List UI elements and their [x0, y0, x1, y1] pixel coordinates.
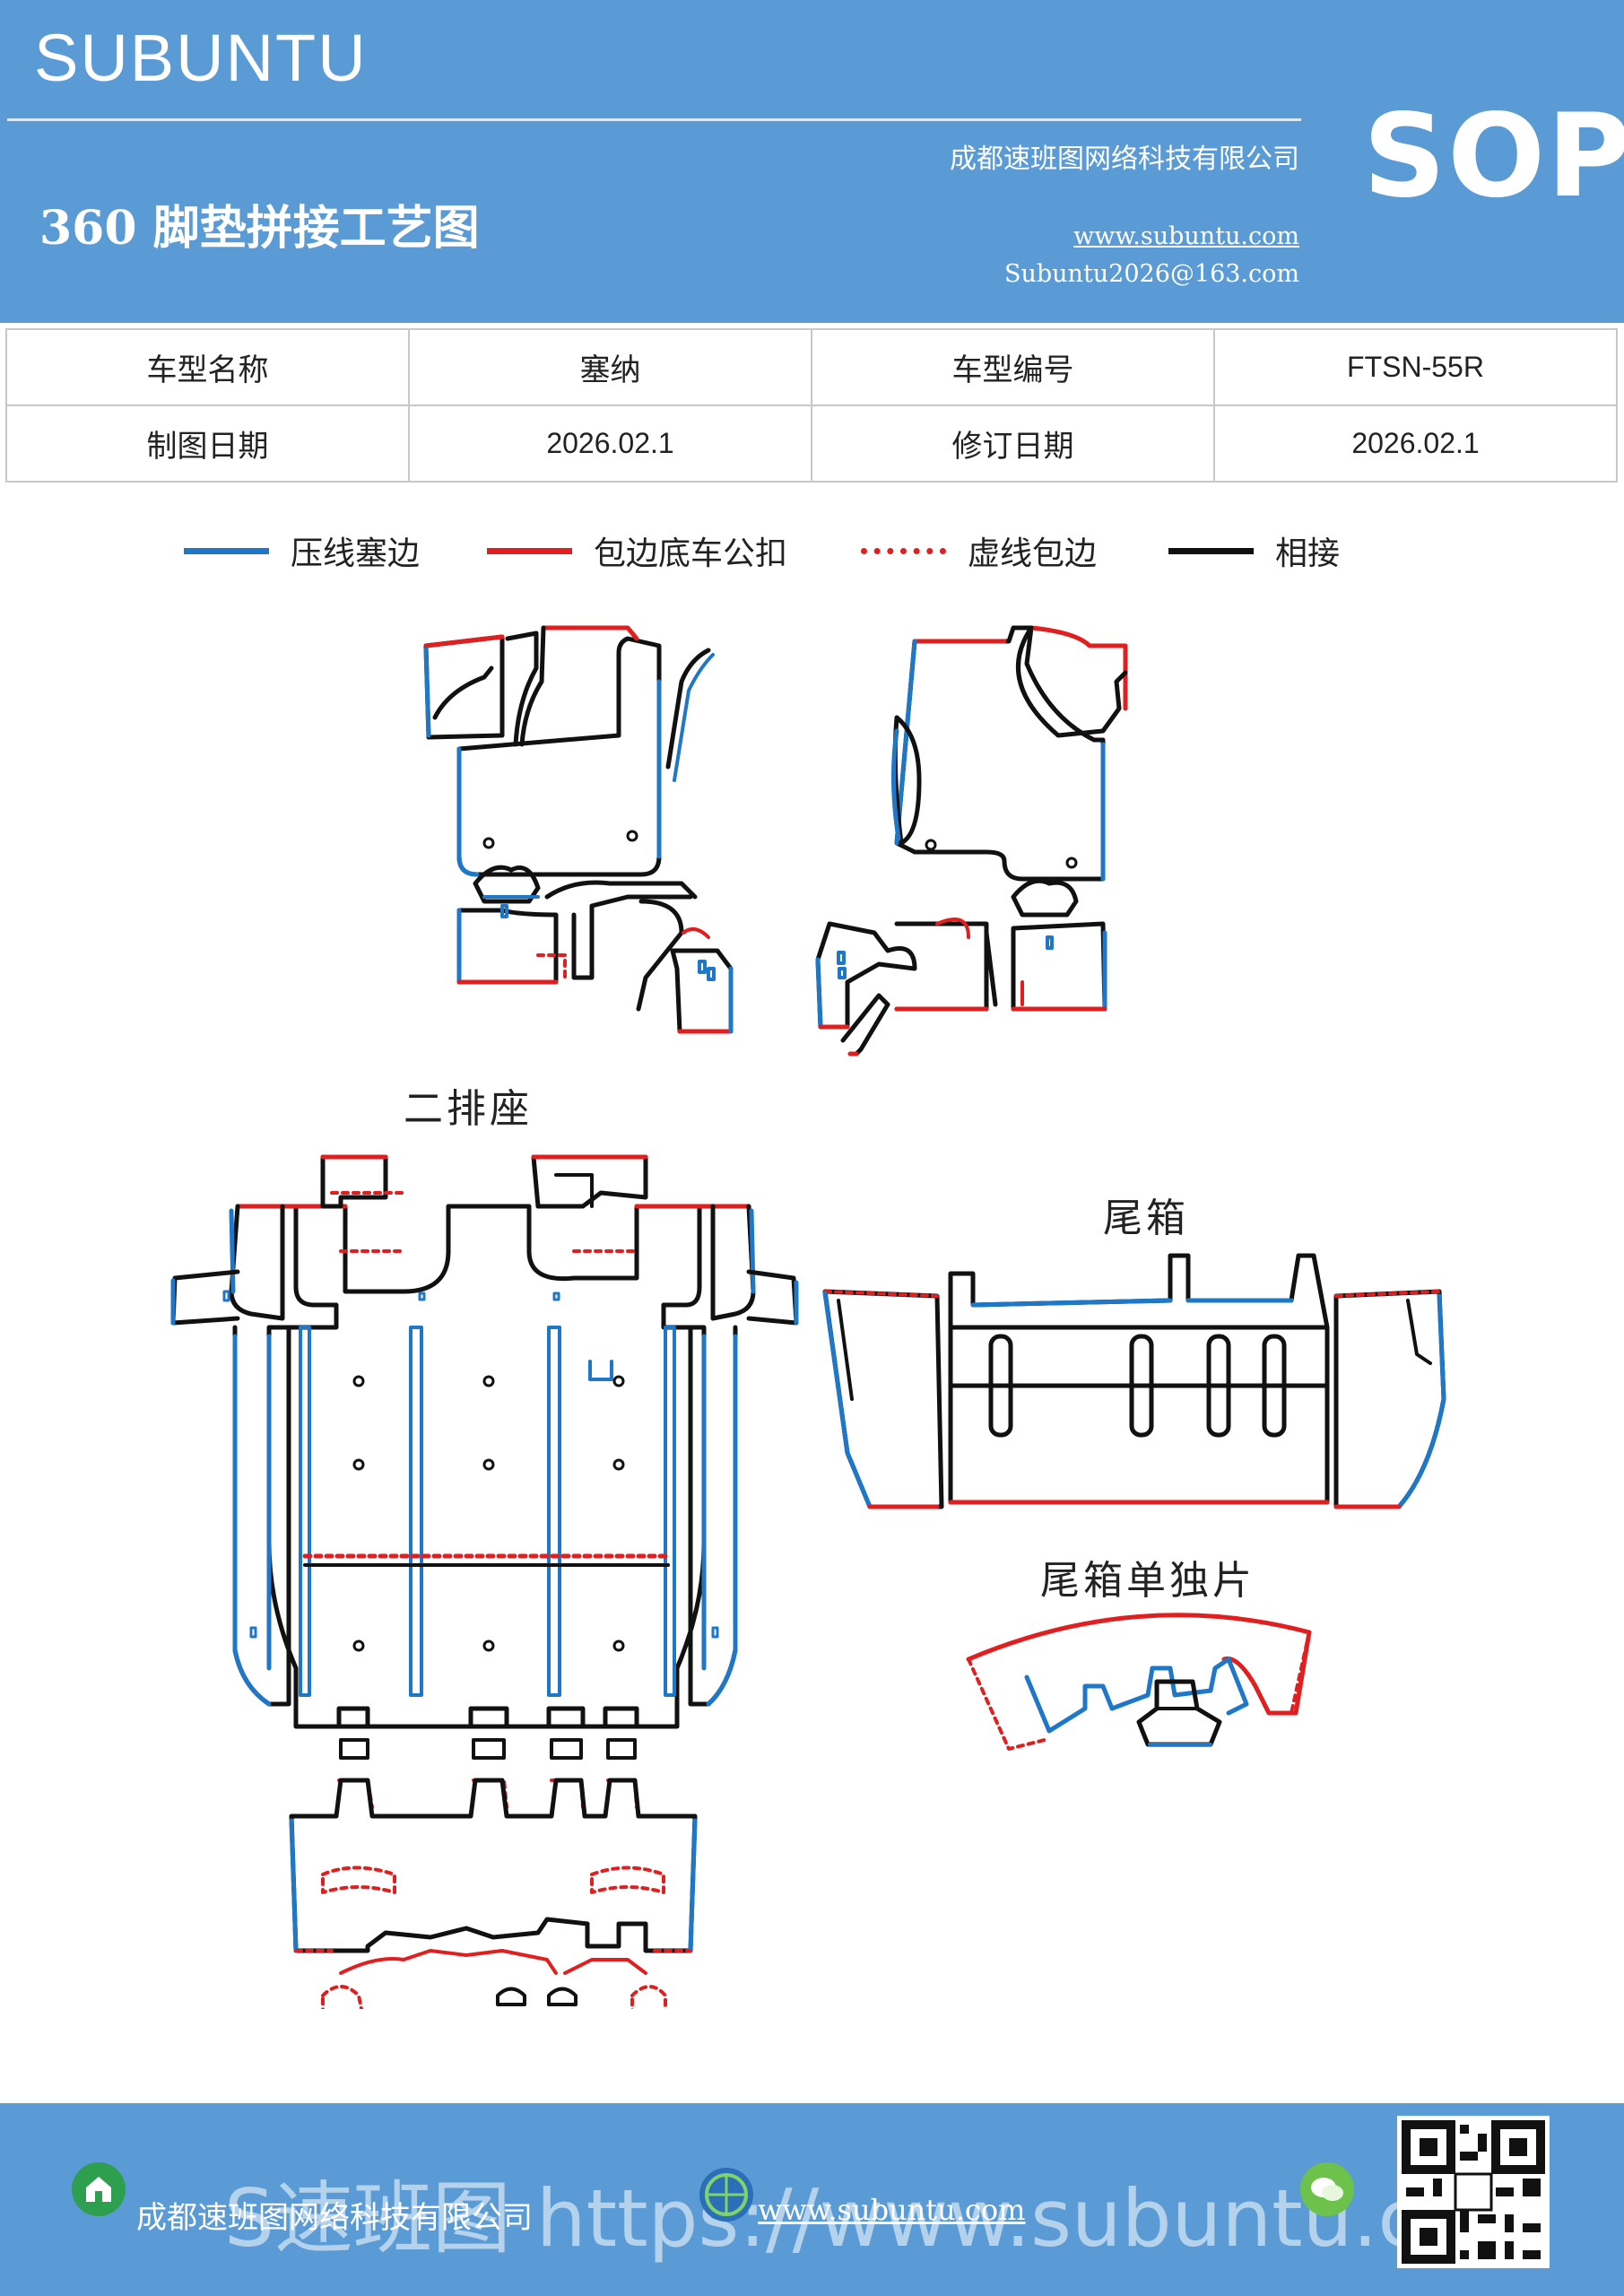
company-name: 成都速班图网络科技有限公司 [950, 144, 1299, 175]
value-draw-date: 2026.02.1 [408, 404, 812, 483]
section-label-second-row: 二排座 [404, 1086, 533, 1132]
email-address[interactable]: Subuntu2026@163.com [1004, 260, 1299, 288]
page-title: 360 脚垫拼接工艺图 [39, 201, 480, 256]
label-model-name: 车型名称 [5, 328, 410, 406]
legend-item-black: 相接 [1168, 527, 1340, 574]
second-row-mat [170, 1154, 799, 2009]
value-model-name: 塞纳 [408, 328, 812, 406]
section-label-trunk-piece: 尾箱单独片 [1040, 1558, 1255, 1604]
section-label-trunk: 尾箱 [1103, 1196, 1189, 1241]
legend-item-blue: 压线塞边 [184, 527, 420, 574]
label-model-code: 车型编号 [811, 328, 1215, 406]
value-revision-date: 2026.02.1 [1213, 404, 1618, 483]
legend-label: 相接 [1275, 535, 1341, 572]
legend-swatch [184, 547, 269, 554]
legend-swatch [487, 547, 572, 554]
legend-item-red: 包边底车公扣 [487, 527, 787, 574]
legend-swatch [861, 547, 946, 554]
table-row: 车型名称 塞纳 车型编号 FTSN-55R [5, 328, 1618, 406]
floor-mat-diagram [170, 625, 1446, 2009]
legend-label: 包边底车公扣 [594, 535, 788, 572]
wechat-icon [1300, 2162, 1354, 2216]
website-link[interactable]: www.subuntu.com [1073, 222, 1299, 250]
table-row: 制图日期 2026.02.1 修订日期 2026.02.1 [5, 404, 1618, 483]
header-divider [7, 118, 1301, 121]
front-right-mat [815, 625, 1128, 1057]
trunk-mat [822, 1253, 1446, 1509]
header-banner: SUBUNTU 成都速班图网络科技有限公司 360 脚垫拼接工艺图 www.su… [0, 0, 1624, 323]
home-icon [72, 2162, 126, 2216]
brand-logo-text: SUBUNTU [34, 21, 368, 95]
sop-badge: SOP [1363, 90, 1624, 223]
line-legend: 压线塞边 包边底车公扣 虚线包边 相接 [0, 527, 1624, 572]
front-left-mat [423, 625, 734, 1034]
footer-website-link[interactable]: www.subuntu.com [758, 2193, 1026, 2227]
trunk-single-piece [966, 1613, 1312, 1751]
value-model-code: FTSN-55R [1213, 328, 1618, 406]
legend-label: 虚线包边 [968, 535, 1098, 572]
label-revision-date: 修订日期 [811, 404, 1215, 483]
globe-icon [699, 2168, 753, 2222]
legend-item-red-dotted: 虚线包边 [861, 527, 1097, 574]
footer-company-name: 成都速班图网络科技有限公司 [136, 2200, 533, 2236]
legend-swatch [1168, 547, 1254, 554]
footer-banner: S速班图 https://www.subuntu.com 成都速班图网络科技有限… [0, 2103, 1624, 2296]
legend-label: 压线塞边 [291, 535, 421, 572]
qr-code-icon [1397, 2116, 1550, 2268]
vehicle-info-table: 车型名称 塞纳 车型编号 FTSN-55R 制图日期 2026.02.1 修订日… [5, 328, 1618, 483]
label-draw-date: 制图日期 [5, 404, 410, 483]
